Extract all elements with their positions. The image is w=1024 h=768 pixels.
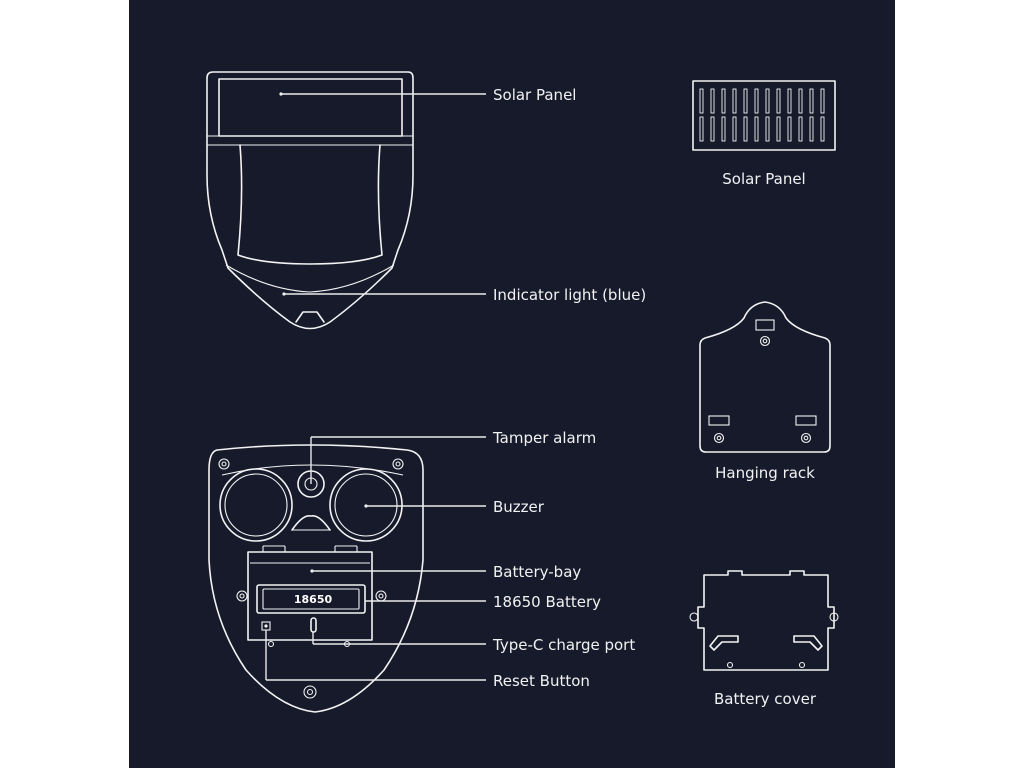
- battery-18650-label: 18650 Battery: [493, 593, 601, 611]
- solar-cell: [710, 116, 715, 142]
- solar-cell: [732, 116, 737, 142]
- solar-cell: [699, 88, 704, 114]
- solar-cell: [809, 88, 814, 114]
- reset-button-callout: Reset Button: [265, 630, 590, 690]
- reset-button-label: Reset Button: [493, 672, 590, 690]
- back-view-device: 18650: [208, 444, 424, 713]
- solar-cell: [699, 116, 704, 142]
- hanging-rack: Hanging rack: [699, 301, 831, 482]
- solar-panel-accessory: Solar Panel: [692, 80, 836, 188]
- buzzer-label: Buzzer: [493, 498, 545, 516]
- tamper-alarm-callout: Tamper alarm: [310, 429, 596, 484]
- front-view-device: [206, 71, 414, 330]
- battery-18650-callout: 18650 Battery: [365, 593, 601, 611]
- solar-cell: [710, 88, 715, 114]
- solar-cell: [721, 116, 726, 142]
- solar-cell: [820, 88, 825, 114]
- indicator-light-callout: Indicator light (blue): [282, 286, 646, 304]
- indicator-light-label: Indicator light (blue): [493, 286, 646, 304]
- solar-cell: [787, 88, 792, 114]
- battery-bay-label: Battery-bay: [493, 563, 581, 581]
- solar-cell: [776, 116, 781, 142]
- solar-panel-callout: Solar Panel: [279, 86, 576, 104]
- solar-cell: [732, 88, 737, 114]
- type-c-port-callout: Type-C charge port: [312, 632, 635, 654]
- hanging-rack-label: Hanging rack: [715, 464, 815, 482]
- solar-cell: [798, 88, 803, 114]
- battery-marking: 18650: [294, 593, 333, 606]
- battery-cover: Battery cover: [689, 570, 839, 708]
- buzzer-callout: Buzzer: [364, 498, 545, 516]
- solar-cell: [787, 116, 792, 142]
- solar-cell: [820, 116, 825, 142]
- solar-cell: [798, 116, 803, 142]
- solar-panel-accessory-label: Solar Panel: [722, 170, 805, 188]
- solar-cell: [743, 88, 748, 114]
- type-c-port-label: Type-C charge port: [492, 636, 635, 654]
- solar-cell: [776, 88, 781, 114]
- tamper-alarm-label: Tamper alarm: [492, 429, 596, 447]
- solar-cell: [743, 116, 748, 142]
- solar-cell: [754, 88, 759, 114]
- solar-cell: [721, 88, 726, 114]
- battery-cover-label: Battery cover: [714, 690, 817, 708]
- solar-cell: [765, 116, 770, 142]
- solar-panel-label: Solar Panel: [493, 86, 576, 104]
- solar-cell: [765, 88, 770, 114]
- solar-cell: [809, 116, 814, 142]
- solar-cell: [754, 116, 759, 142]
- battery-bay-callout: Battery-bay: [310, 563, 581, 581]
